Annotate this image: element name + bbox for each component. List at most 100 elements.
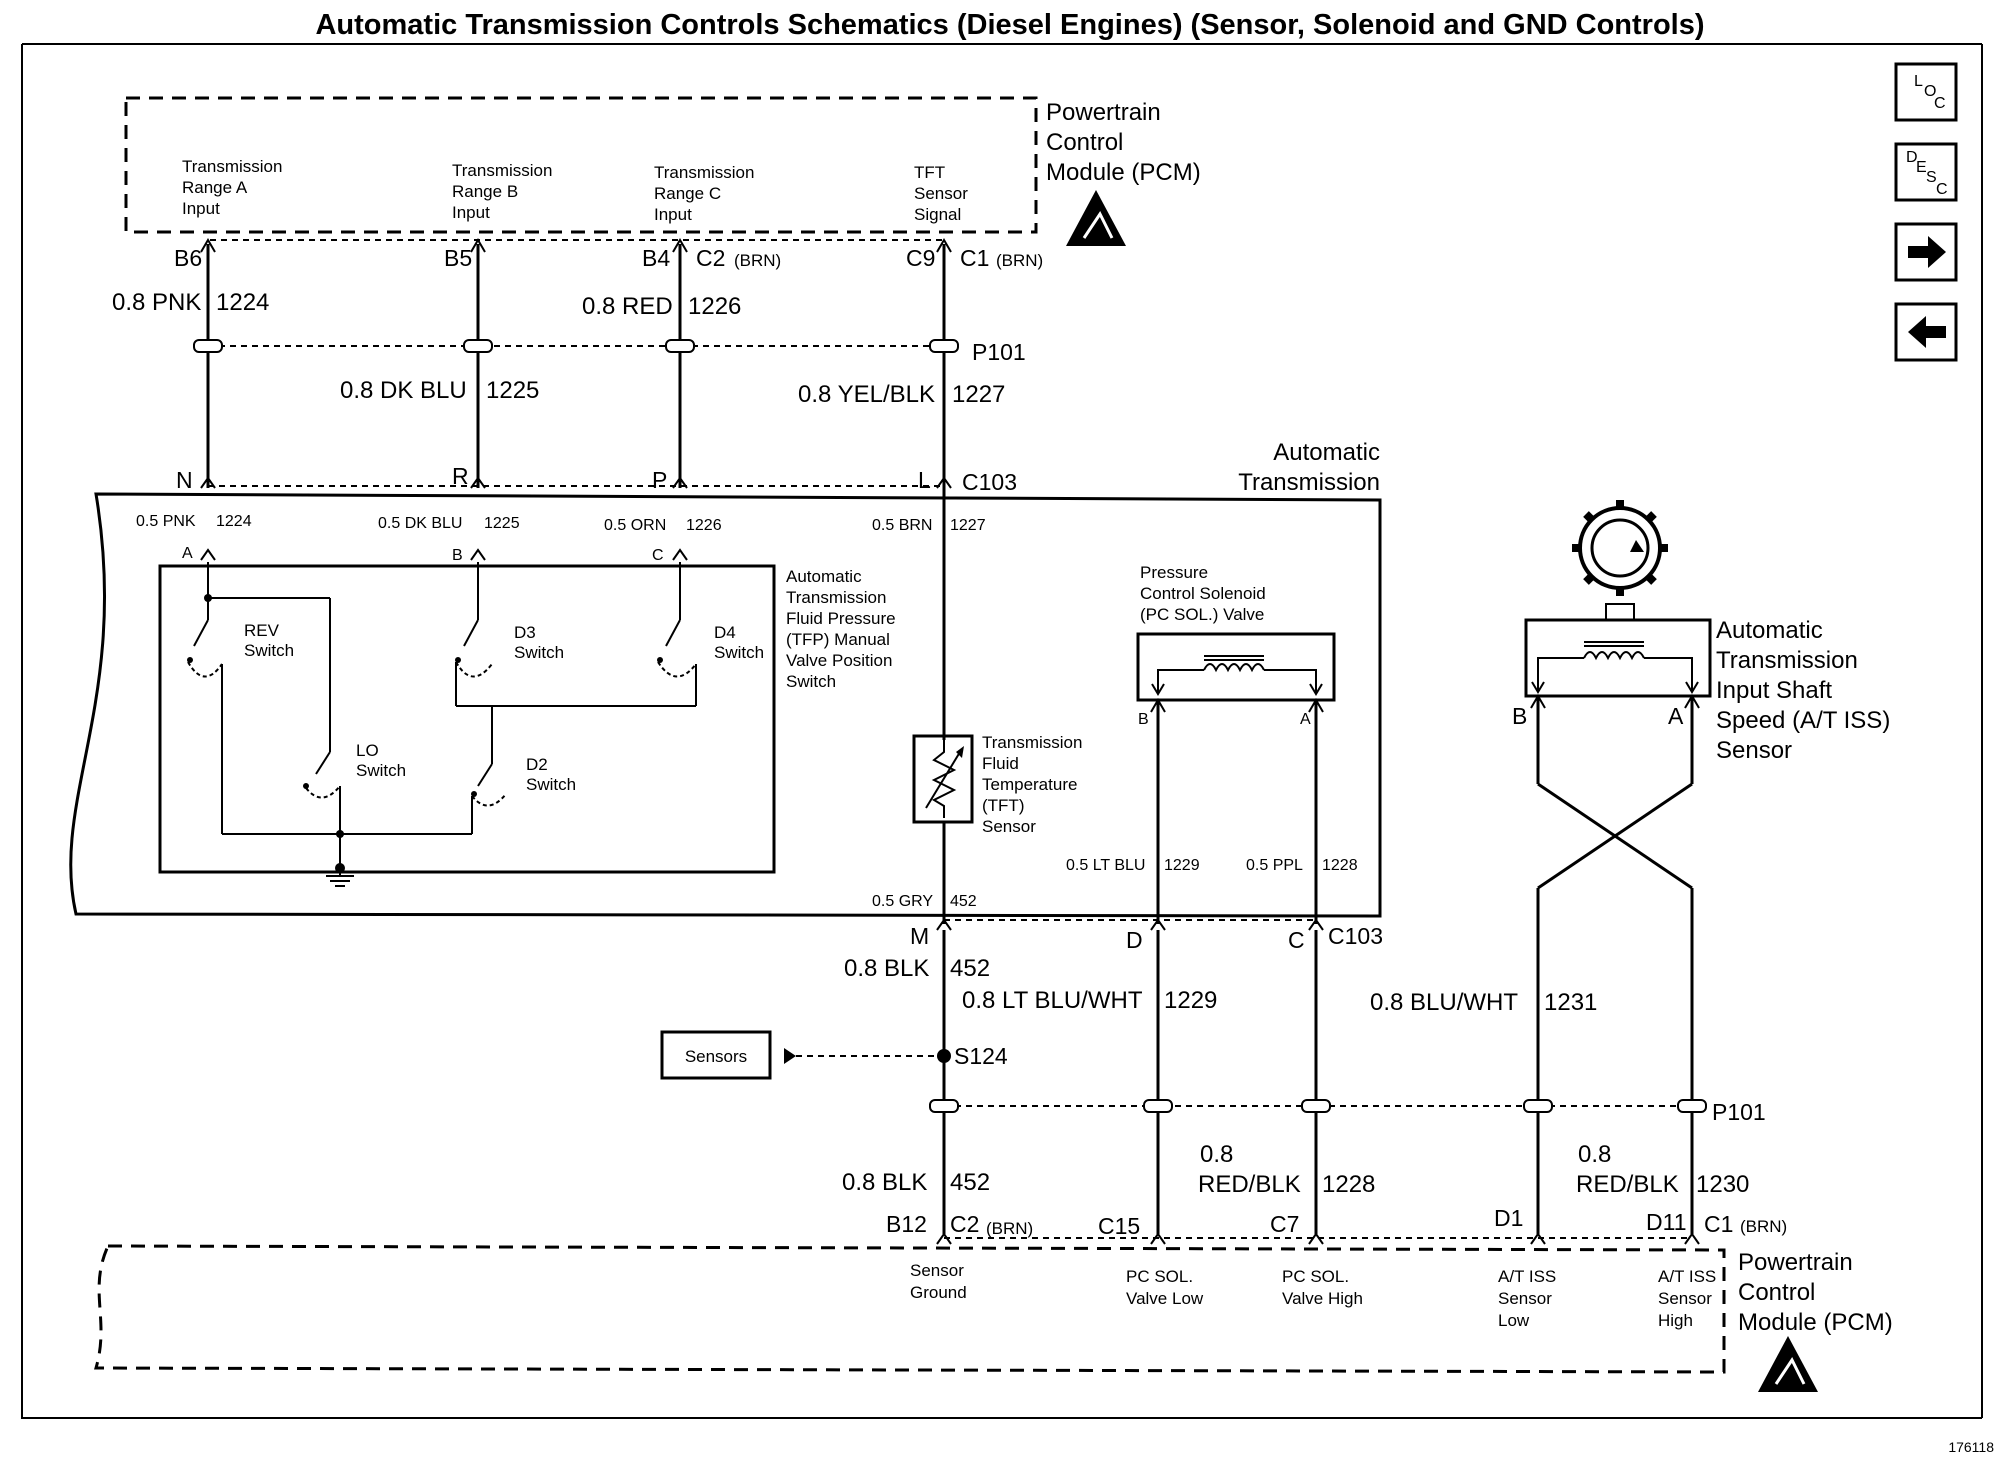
tfp-switch-label: Automatic Transmission Fluid Pressure (T… xyxy=(786,567,896,691)
connector-c1-top-color: (BRN) xyxy=(996,251,1043,270)
svg-text:PC SOL.: PC SOL. xyxy=(1282,1267,1349,1286)
pcm-output-iss-high: A/T ISS Sensor High xyxy=(1658,1267,1716,1330)
inner-wire-brn: 0.5 BRN xyxy=(872,517,932,534)
svg-text:Sensor: Sensor xyxy=(1658,1289,1712,1308)
previous-page-button[interactable] xyxy=(1894,302,1958,362)
connector-c2-top: C2 xyxy=(696,245,725,271)
svg-text:Input: Input xyxy=(452,203,490,222)
wire-label-dk-blu: 0.8 DK BLU xyxy=(340,377,467,404)
svg-text:C: C xyxy=(1936,181,1948,198)
pc-pin-b: B xyxy=(1138,711,1149,728)
pin-b6: B6 xyxy=(174,245,202,271)
pcm-input-range-b: Transmission Range B Input xyxy=(452,161,552,222)
svg-text:Fluid: Fluid xyxy=(982,754,1019,773)
wire-label-pnk: 0.8 PNK xyxy=(112,289,201,316)
svg-text:L: L xyxy=(1914,73,1923,90)
sensors-box[interactable] xyxy=(660,1030,772,1080)
transmission-housing xyxy=(69,492,1382,918)
svg-text:Pressure: Pressure xyxy=(1140,563,1208,582)
wire-label-red-blk-2: RED/BLK xyxy=(1576,1171,1679,1198)
next-page-button[interactable] xyxy=(1894,222,1958,282)
c103-top-terminals xyxy=(200,476,952,489)
inner-circuit-1229: 1229 xyxy=(1164,857,1200,874)
pcm-bottom-label: Powertrain Control Module (PCM) xyxy=(1738,1249,1893,1336)
circuit-1226: 1226 xyxy=(688,293,741,320)
svg-text:(TFP) Manual: (TFP) Manual xyxy=(786,630,890,649)
svg-text:(TFT): (TFT) xyxy=(982,796,1024,815)
wire-label-red-blk-1-gauge: 0.8 xyxy=(1200,1141,1233,1168)
d2-switch-label: D2 Switch xyxy=(526,755,576,794)
svg-text:Control: Control xyxy=(1046,129,1123,156)
wire-1227 xyxy=(936,238,952,740)
pc-solenoid-wires xyxy=(1150,698,1324,924)
svg-text:C: C xyxy=(1934,95,1946,112)
splice-s124 xyxy=(937,1049,951,1063)
circuit-1225: 1225 xyxy=(486,377,539,404)
iss-pickup xyxy=(1605,603,1635,621)
svg-text:Transmission: Transmission xyxy=(182,157,282,176)
iss-sensor-label: Automatic Transmission Input Shaft Speed… xyxy=(1716,617,1890,764)
pin-n: N xyxy=(176,467,193,493)
p101-upper-terminals xyxy=(193,339,959,353)
inner-circuit-452: 452 xyxy=(950,893,977,910)
transmission-label: Automatic Transmission xyxy=(1238,439,1380,496)
pin-r: R xyxy=(452,463,469,489)
c103-bottom-label: C103 xyxy=(1328,923,1383,949)
p101-lower-label: P101 xyxy=(1712,1099,1766,1125)
svg-text:Control Solenoid: Control Solenoid xyxy=(1140,584,1266,603)
pc-pin-a: A xyxy=(1300,711,1311,728)
svg-text:E: E xyxy=(1916,159,1927,176)
thermistor-icon xyxy=(925,740,964,818)
inner-wire-orn: 0.5 ORN xyxy=(604,517,666,534)
svg-text:D2: D2 xyxy=(526,755,548,774)
svg-text:Signal: Signal xyxy=(914,205,961,224)
svg-text:Range B: Range B xyxy=(452,182,518,201)
page-title: Automatic Transmission Controls Schemati… xyxy=(315,9,1704,41)
switch-connector-terminals xyxy=(200,548,688,561)
svg-text:Range A: Range A xyxy=(182,178,248,197)
wire-label-blu-wht: 0.8 BLU/WHT xyxy=(1370,989,1518,1016)
desc-button[interactable]: D E S C xyxy=(1894,142,1958,202)
svg-text:(PC SOL.) Valve: (PC SOL.) Valve xyxy=(1140,605,1264,624)
inner-wire-pnk: 0.5 PNK xyxy=(136,513,196,530)
inner-circuit-1226: 1226 xyxy=(686,517,722,534)
svg-text:Speed (A/T ISS): Speed (A/T ISS) xyxy=(1716,707,1890,734)
loc-button[interactable]: L O C xyxy=(1894,62,1958,122)
circuit-1231: 1231 xyxy=(1544,989,1597,1016)
pin-b5: B5 xyxy=(444,245,472,271)
svg-text:Low: Low xyxy=(1498,1311,1530,1330)
circuit-1230: 1230 xyxy=(1696,1171,1749,1198)
svg-text:Valve Position: Valve Position xyxy=(786,651,892,670)
c103-bottom-terminals xyxy=(936,918,1324,931)
iss-twisted-pair xyxy=(1530,694,1700,1234)
pin-b4: B4 xyxy=(642,245,670,271)
svg-text:Switch: Switch xyxy=(356,761,406,780)
pcm-top-box xyxy=(124,96,1038,234)
wire-label-yel-blk: 0.8 YEL/BLK xyxy=(798,381,935,408)
svg-text:Transmission: Transmission xyxy=(452,161,552,180)
svg-text:Transmission: Transmission xyxy=(1716,647,1858,674)
arrow-left-icon xyxy=(1908,316,1946,348)
svg-text:Transmission: Transmission xyxy=(1238,469,1380,496)
svg-text:Automatic: Automatic xyxy=(786,567,862,586)
frame-left-bottom xyxy=(21,44,1982,1419)
svg-text:Automatic: Automatic xyxy=(1273,439,1380,466)
svg-text:D: D xyxy=(1906,149,1918,166)
pcm-input-range-c: Transmission Range C Input xyxy=(654,163,754,224)
iss-sensor-box xyxy=(1524,618,1712,698)
c103-top-label: C103 xyxy=(962,469,1017,495)
pcm-output-iss-low: A/T ISS Sensor Low xyxy=(1498,1267,1556,1330)
svg-text:Sensor: Sensor xyxy=(1498,1289,1552,1308)
figure-number: 176118 xyxy=(1948,1439,1994,1455)
connector-c1-bottom-color: (BRN) xyxy=(1740,1217,1787,1236)
svg-text:Control: Control xyxy=(1738,1279,1815,1306)
p101-lower-terminals xyxy=(929,1099,1707,1113)
pin-l: L xyxy=(918,467,931,493)
wire-1225 xyxy=(470,238,486,488)
pin-c15: C15 xyxy=(1098,1213,1140,1239)
wire-label-blk-bottom: 0.8 BLK xyxy=(842,1169,927,1196)
pin-m: M xyxy=(910,923,929,949)
inner-circuit-1228: 1228 xyxy=(1322,857,1358,874)
inner-circuit-1225: 1225 xyxy=(484,515,520,532)
svg-text:Transmission: Transmission xyxy=(654,163,754,182)
